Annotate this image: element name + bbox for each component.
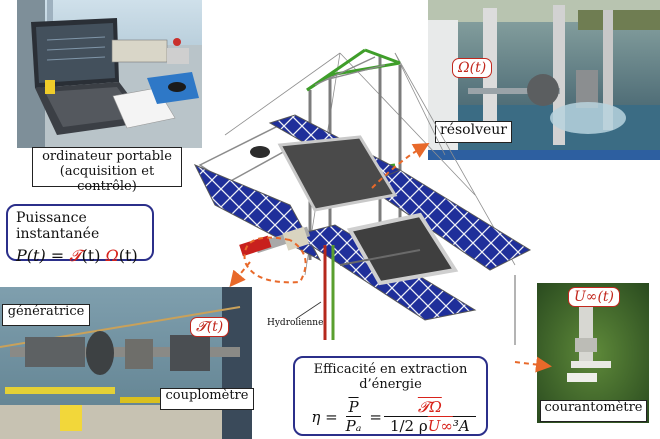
laptop-label-line2: (acquisition et contrôle): [59, 163, 155, 194]
efficiency-frac1: P Pₐ: [346, 398, 362, 435]
omega-tag: Ω(t): [452, 58, 493, 78]
resolver-photo: [428, 0, 660, 160]
efficiency-eq: =: [369, 407, 382, 426]
current-meter-label: courantomètre: [540, 400, 647, 422]
power-t2: (t): [118, 246, 138, 265]
efficiency-formula: η = P Pₐ = 𝓣Ω 1/2 ρU∞³A: [301, 398, 480, 435]
efficiency-num2: 𝓣Ω: [383, 398, 476, 417]
laptop-photo: [17, 0, 202, 148]
resolver-label: résolveur: [435, 121, 512, 143]
power-t1: (t): [81, 246, 106, 265]
hydro-pointer: [296, 301, 322, 319]
laptop-label-line1: ordinateur portable: [42, 149, 172, 164]
efficiency-den2: 1/2 ρU∞³A: [390, 417, 470, 435]
power-omega-symbol: Ω: [105, 246, 119, 265]
torque-meter-label: couplomètre: [160, 388, 254, 410]
efficiency-formula-box: Efficacité en extraction d’énergie η = P…: [293, 356, 488, 436]
arrow-to-generator: [243, 236, 307, 284]
torque-tag: 𝓣(t): [190, 317, 230, 337]
arrow-to-current-meter: [514, 356, 552, 373]
efficiency-eta: η =: [311, 407, 338, 426]
efficiency-frac2: 𝓣Ω 1/2 ρU∞³A: [383, 398, 476, 435]
efficiency-den1: Pₐ: [345, 417, 362, 435]
power-formula-title: Puissance instantanée: [16, 210, 100, 242]
u-inf-tag: U∞(t): [568, 287, 621, 307]
hydro-label: Hydrolienne: [267, 318, 324, 328]
power-lhs: P(t) =: [16, 246, 70, 265]
generator-label: génératrice: [2, 304, 90, 326]
efficiency-den2-post: ³A: [452, 417, 470, 435]
laptop-label: ordinateur portable (acquisition et cont…: [32, 147, 182, 194]
efficiency-title: Efficacité en extraction d’énergie: [313, 362, 468, 392]
efficiency-den2-u: U∞: [427, 417, 453, 435]
arrow-generator-out: [229, 261, 251, 288]
efficiency-den2-pre: 1/2 ρ: [389, 417, 428, 435]
efficiency-num1: P: [346, 398, 361, 417]
power-formula-box: Puissance instantanée P(t) = 𝓣(t) Ω(t): [6, 204, 154, 265]
turbine-rendering: [193, 48, 532, 345]
arrow-to-resolver: [371, 143, 430, 189]
power-formula: P(t) = 𝓣(t) Ω(t): [16, 246, 144, 266]
power-torque-symbol: 𝓣: [69, 246, 82, 265]
